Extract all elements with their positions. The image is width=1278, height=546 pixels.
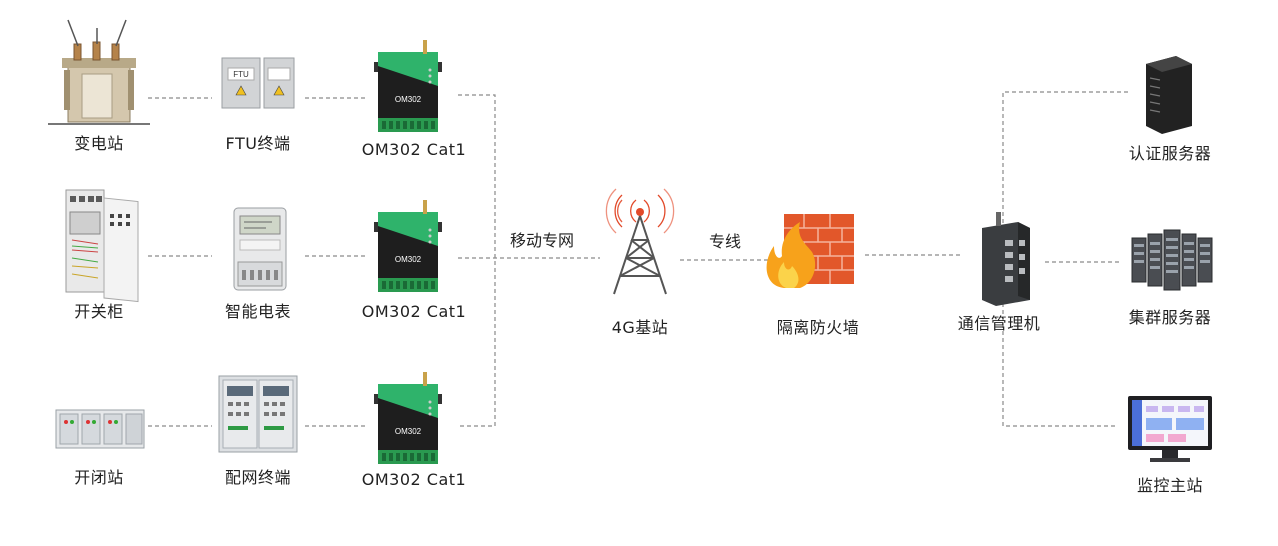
om302-label-2: OM302 Cat1 (361, 302, 467, 321)
ftu-terminal-icon: FTU (221, 57, 295, 109)
signal-waves-icon (605, 188, 675, 234)
dtu-terminal-icon (218, 375, 298, 453)
comm-manager-icon (982, 212, 1030, 306)
substation-icon (48, 19, 150, 125)
om302-label-1: OM302 Cat1 (361, 140, 467, 159)
firewall-label: 隔离防火墙 (776, 318, 860, 337)
monitor-station-icon (1128, 396, 1212, 462)
om302-router-icon-3: OM302 (374, 372, 442, 464)
base-station-tower-icon (605, 188, 675, 295)
om302-label-3: OM302 Cat1 (361, 470, 467, 489)
monitor-station-label: 监控主站 (1136, 476, 1204, 495)
dedicated-line-label: 专线 (709, 233, 741, 251)
ftu-terminal-label: FTU终端 (225, 134, 291, 153)
mobile-private-network-label: 移动专网 (510, 232, 574, 250)
dtu-terminal-label: 配网终端 (224, 468, 292, 487)
smart-meter-label: 智能电表 (224, 302, 292, 321)
connection-lines (148, 91, 1128, 427)
ftu-panel-text: FTU (233, 70, 249, 79)
om302-router-icon-2: OM302 (374, 200, 442, 292)
om302-model-text-2: OM302 (395, 255, 422, 264)
cluster-server-icon (1131, 229, 1213, 291)
firewall-icon (766, 214, 854, 288)
substation-label: 变电站 (74, 134, 124, 153)
base-station-label: 4G基站 (611, 318, 669, 337)
fire-icon (766, 222, 816, 288)
cluster-server-label: 集群服务器 (1128, 308, 1212, 327)
switching-station-label: 开闭站 (74, 468, 124, 487)
smart-meter-icon (233, 207, 287, 291)
om302-router-icon-1: OM302 (374, 40, 442, 132)
switch-cabinet-label: 开关柜 (74, 302, 124, 321)
line-manager-bus (1002, 91, 1128, 427)
comm-manager-label: 通信管理机 (957, 314, 1041, 333)
auth-server-label: 认证服务器 (1128, 144, 1212, 163)
switching-station-icon (55, 409, 145, 449)
switch-cabinet-icon (65, 189, 139, 303)
om302-model-text-3: OM302 (395, 427, 422, 436)
auth-server-icon (1146, 56, 1192, 134)
line-router-bus (458, 94, 496, 427)
om302-model-text-1: OM302 (395, 95, 422, 104)
